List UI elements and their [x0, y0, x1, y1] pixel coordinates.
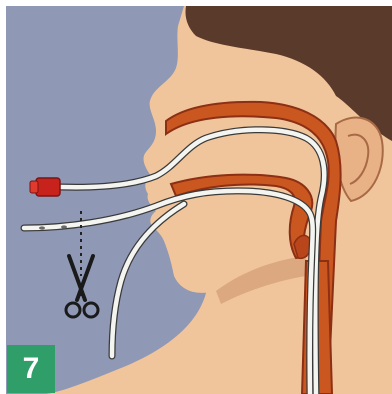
tube-connector-cap: [30, 181, 38, 193]
tube-hole: [39, 226, 45, 229]
tube-hole: [61, 225, 67, 228]
step-number-badge: 7: [7, 345, 55, 393]
tube-connector: [36, 178, 60, 196]
step-number: 7: [23, 352, 40, 386]
nasogastric-tube-illustration: [6, 6, 392, 394]
